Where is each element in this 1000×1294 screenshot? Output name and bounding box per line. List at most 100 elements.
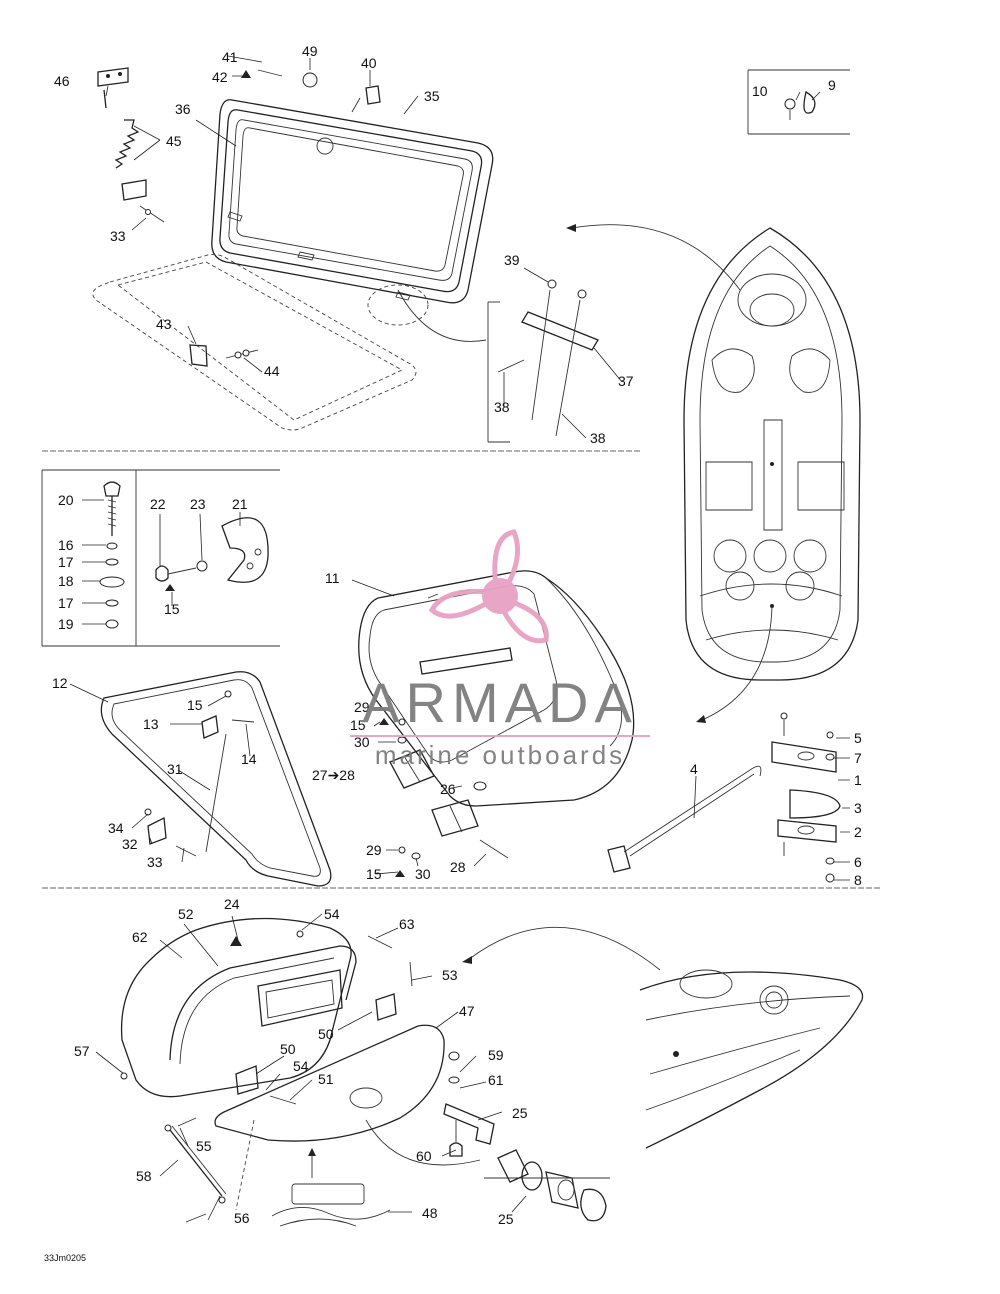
- hinges-26-28: [379, 718, 509, 877]
- strut-45-46: [97, 67, 165, 223]
- callout-45: 45: [166, 133, 182, 149]
- callout-12: 12: [52, 675, 68, 691]
- propeller-hub: [482, 578, 518, 614]
- callout-10: 10: [752, 83, 768, 99]
- callout-50: 50: [280, 1041, 296, 1057]
- callout-54: 54: [324, 906, 340, 922]
- callout-9: 9: [828, 77, 836, 93]
- callout-7: 7: [854, 750, 862, 766]
- callout-28: 28: [450, 859, 466, 875]
- callout-47: 47: [459, 1003, 475, 1019]
- callout-37: 37: [618, 373, 634, 389]
- door-frame-12: [100, 671, 332, 887]
- callout-labels: 46 41 42 49 40 35 36 45 33 10 9 39 43 44…: [44, 43, 862, 1263]
- latch-25: [443, 1051, 610, 1222]
- callout-25: 25: [498, 1211, 514, 1227]
- latch-assembly-1-8: [771, 712, 841, 883]
- callout-61: 61: [488, 1072, 504, 1088]
- callout-25: 25: [512, 1105, 528, 1121]
- callout-26: 26: [440, 781, 456, 797]
- callout-41: 41: [222, 49, 238, 65]
- strut-58: [164, 1117, 255, 1223]
- propeller-blade: [428, 588, 495, 619]
- callout-30: 30: [354, 734, 370, 750]
- callout-18: 18: [58, 573, 74, 589]
- callout-59: 59: [488, 1047, 504, 1063]
- callout-60: 60: [416, 1148, 432, 1164]
- callout-20: 20: [58, 492, 74, 508]
- watermark: ARMADA marine outboards: [350, 529, 650, 770]
- callout-38: 38: [494, 399, 510, 415]
- latch-43-44: [189, 344, 259, 367]
- callout-30: 30: [415, 866, 431, 882]
- callout-24: 24: [224, 896, 240, 912]
- callout-44: 44: [264, 363, 280, 379]
- boat-side-view: [639, 969, 864, 1149]
- callout-53: 53: [442, 967, 458, 983]
- callout-34: 34: [108, 820, 124, 836]
- callout-15: 15: [350, 717, 366, 733]
- callout-56: 56: [234, 1210, 250, 1226]
- propeller-icon: [428, 529, 549, 644]
- callout-32: 32: [122, 836, 138, 852]
- callout-15: 15: [366, 866, 382, 882]
- callout-63: 63: [399, 916, 415, 932]
- callout-21: 21: [232, 496, 248, 512]
- callout-31: 31: [167, 761, 183, 777]
- drawing-code: 33Jm0205: [44, 1253, 86, 1263]
- storage-bin-62: [120, 917, 393, 1098]
- callout-3: 3: [854, 800, 862, 816]
- callout-6: 6: [854, 854, 862, 870]
- hinge-37-38-39: [487, 279, 599, 443]
- callout-29: 29: [354, 699, 370, 715]
- section-separators: [42, 450, 880, 889]
- callout-35: 35: [424, 88, 440, 104]
- callout-43: 43: [156, 316, 172, 332]
- watermark-tagline: marine outboards: [375, 740, 625, 770]
- callout-54: 54: [293, 1058, 309, 1074]
- callout-51: 51: [318, 1071, 334, 1087]
- callout-14: 14: [241, 751, 257, 767]
- callout-15: 15: [187, 697, 203, 713]
- callout-55: 55: [196, 1138, 212, 1154]
- door-47: [214, 961, 445, 1142]
- callout-38: 38: [590, 430, 606, 446]
- callout-33: 33: [147, 854, 163, 870]
- inset-16-20: [41, 469, 280, 647]
- callout-50: 50: [318, 1026, 334, 1042]
- inset-9-10: [747, 69, 850, 135]
- callout-52: 52: [178, 906, 194, 922]
- hatch-ring-dashed: [92, 253, 429, 431]
- decal-48: [271, 1148, 391, 1227]
- boat-top-view: [683, 227, 861, 681]
- callout-33: 33: [110, 228, 126, 244]
- watermark-brand: ARMADA: [362, 671, 638, 734]
- callout-27-28: 27➔28: [312, 767, 355, 783]
- callout-48: 48: [422, 1205, 438, 1221]
- callout-13: 13: [143, 716, 159, 732]
- callout-49: 49: [302, 43, 318, 59]
- callout-22: 22: [150, 496, 166, 512]
- leader-lines: [69, 55, 850, 1221]
- callout-16: 16: [58, 537, 74, 553]
- callout-23: 23: [190, 496, 206, 512]
- callout-15: 15: [164, 601, 180, 617]
- propeller-blade: [499, 596, 549, 644]
- callout-62: 62: [132, 929, 148, 945]
- callout-1: 1: [854, 772, 862, 788]
- callout-29: 29: [366, 842, 382, 858]
- window-frame-35: [211, 99, 494, 304]
- callout-42: 42: [212, 69, 228, 85]
- callout-57: 57: [74, 1043, 90, 1059]
- propeller-blade: [492, 529, 521, 591]
- callout-39: 39: [504, 252, 520, 268]
- callout-5: 5: [854, 730, 862, 746]
- callout-4: 4: [690, 761, 698, 777]
- callout-17: 17: [58, 595, 74, 611]
- callout-58: 58: [136, 1168, 152, 1184]
- callout-8: 8: [854, 872, 862, 888]
- callout-2: 2: [854, 824, 862, 840]
- door-hardware-13-15: [144, 690, 255, 857]
- callout-40: 40: [361, 55, 377, 71]
